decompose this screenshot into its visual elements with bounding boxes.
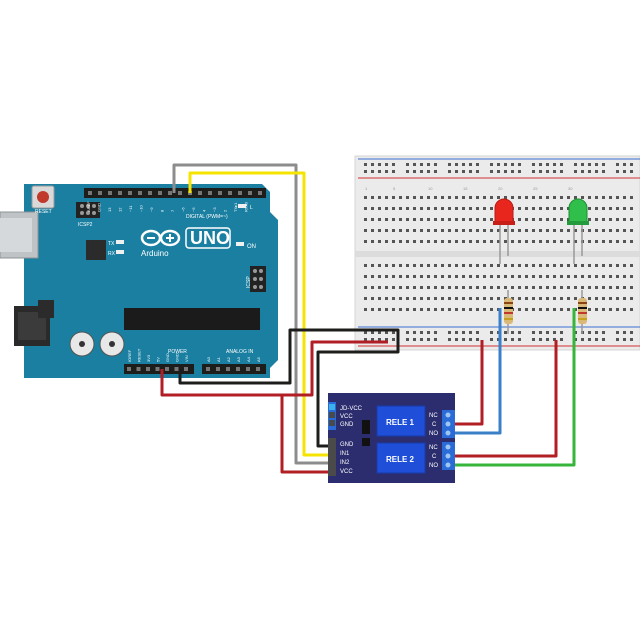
analog-pin-label: A3 [236,356,241,362]
l-led-label: L [250,205,253,211]
relay2-nc: NC [429,445,438,451]
wires [160,163,576,474]
power-pin-label: VIN [184,355,189,362]
breadboard-rail-top [364,163,633,173]
reset-label: RESET [35,209,52,215]
relay1-nc: NC [429,413,438,419]
digital-pin-label: 8 [160,209,165,212]
arduino-uno-board: RESET ICSP2 UNO Arduino TX RX O [0,184,278,378]
relay-module: JD-VCC VCC GND GND IN1 IN2 VCC RELE 1 RE… [328,393,455,483]
wire-red-5v-relay [280,395,328,474]
relay-2-label: RELE 2 [386,455,415,464]
uno-brand: UNO [190,228,230,248]
wire-black-gnd-relay [316,340,400,448]
power-pin-label: IOREF [127,349,132,362]
icsp2-label: ICSP2 [78,222,93,228]
tx-label: TX [108,241,115,247]
relay2-no: NO [429,463,438,469]
digital-pin-label: 7 [170,209,175,212]
power-pin-label: GND [175,353,180,362]
pin-gnd: GND [340,442,354,448]
jumper [362,420,370,434]
digital-pin-label: TX▸1 [233,202,238,212]
icsp-header [250,266,266,292]
digital-pin-label: GND [97,203,102,212]
wire-gray-pin7-in2 [172,163,328,465]
digital-pin-label: 4 [202,209,207,212]
analog-pin-label: A0 [206,356,211,362]
pin-in2: IN2 [340,460,350,466]
breadboard-col-number: 10 [428,186,433,191]
digital-pin-label: ~6 [181,207,186,212]
digital-pin-label: ~10 [139,204,144,212]
relay1-c: C [432,422,437,428]
power-label: POWER [168,349,187,355]
power-pin-label: 3V3 [146,354,151,362]
pin-vcc-top: VCC [340,414,353,420]
power-pin-labels: IOREF RESET 3V3 5V GND GND VIN [127,348,189,362]
voltage-regulator [38,300,54,318]
analog-label: ANALOG IN [226,349,254,355]
breadboard-col-number: 25 [533,186,538,191]
wire-red-relay1-c [455,340,484,426]
digital-pin-label: ~5 [191,207,196,212]
wire-yellow-pin8-in1 [188,171,328,457]
red-led [493,198,515,264]
icsp-label: ICSP [246,276,252,288]
wire-red-5v-breadboard [160,340,388,397]
on-label: ON [247,244,256,250]
digital-pin-label: AREF [86,201,91,212]
wire-black-gnd-breadboard [178,328,400,385]
analog-pin-label: A4 [246,356,251,362]
breadboard-col-number: 30 [568,186,573,191]
rx-label: RX [108,251,116,257]
pin-jd-vcc: JD-VCC [340,406,363,412]
pin-gnd-top: GND [340,422,354,428]
digital-label: DIGITAL (PWM=~) [186,214,228,220]
analog-pin-label: A1 [216,356,221,362]
wire-red-relay2-c [455,340,558,458]
digital-pin-label: 12 [118,207,123,212]
digital-pin-label: ~11 [128,205,133,212]
breadboard-col-number: 20 [498,186,503,191]
usb-chip [86,240,106,260]
relay-1-label: RELE 1 [386,418,415,427]
relay2-c: C [432,454,437,460]
breadboard-terminal-strips [364,196,633,311]
digital-pin-label: 13 [107,207,112,212]
breadboard-col-number: 15 [463,186,468,191]
arduino-logo-icon [140,229,181,247]
relay-2-block [376,442,426,474]
digital-pin-label: ~3 [212,207,217,212]
relay-1-block [376,405,426,437]
analog-pin-labels: A0 A1 A2 A3 A4 A5 [206,356,261,362]
power-pin-label: RESET [137,348,142,362]
analog-pin-label: A5 [256,356,261,362]
power-pin-label: GND [165,353,170,362]
wire-green-relay2-no [455,308,576,467]
analog-pin-label: A2 [226,356,231,362]
power-pin-label: 5V [156,357,161,362]
arduino-logo-text: Arduino [141,249,169,258]
green-led [567,198,589,264]
digital-pin-label: ~9 [149,207,154,212]
resistor-2 [578,290,587,334]
wire-blue-relay1-no [455,308,502,435]
breadboard-col-number: 1 [365,186,368,191]
breadboard-col-number: 5 [393,186,396,191]
digital-pin-label: 2 [223,209,228,212]
pin-vcc: VCC [340,469,353,475]
atmega-chip [124,308,260,330]
pin-in1: IN1 [340,451,350,457]
relay1-no: NO [429,431,438,437]
analog-header [202,364,266,374]
resistor-1 [504,290,513,334]
